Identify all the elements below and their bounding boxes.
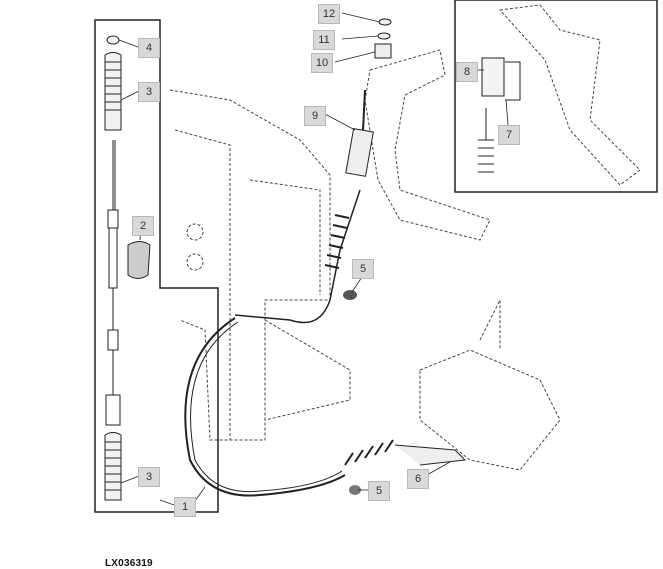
callout-5-lower: 5 [368, 481, 390, 501]
boot-top [104, 52, 122, 131]
callout-12: 12 [318, 4, 340, 24]
callout-6: 6 [407, 469, 429, 489]
figure-id-label: LX036319 [105, 558, 153, 569]
washer-stack [374, 18, 392, 59]
callout-10: 10 [311, 53, 333, 73]
callout-1: 1 [174, 497, 196, 517]
callout-2: 2 [132, 216, 154, 236]
nut-5a [343, 290, 357, 300]
callout-5-upper: 5 [352, 259, 374, 279]
tractor-frame [169, 89, 561, 471]
clip-part-2 [127, 241, 151, 279]
callout-9: 9 [304, 106, 326, 126]
inset-frame-left [94, 19, 219, 513]
callout-8: 8 [456, 62, 478, 82]
clevis-detail [478, 4, 641, 186]
brake-cable [184, 89, 467, 497]
callout-3-top: 3 [138, 82, 160, 102]
leader-lines [118, 12, 509, 506]
callout-4: 4 [138, 38, 160, 58]
callout-3-bottom: 3 [138, 467, 160, 487]
brake-pedal [364, 49, 491, 241]
callout-7: 7 [498, 125, 520, 145]
cable-assembly-detail [104, 35, 151, 501]
nut-5b [349, 485, 361, 495]
callout-11: 11 [313, 30, 335, 50]
inset-frame-right [454, 0, 658, 193]
boot-bottom [104, 432, 122, 501]
